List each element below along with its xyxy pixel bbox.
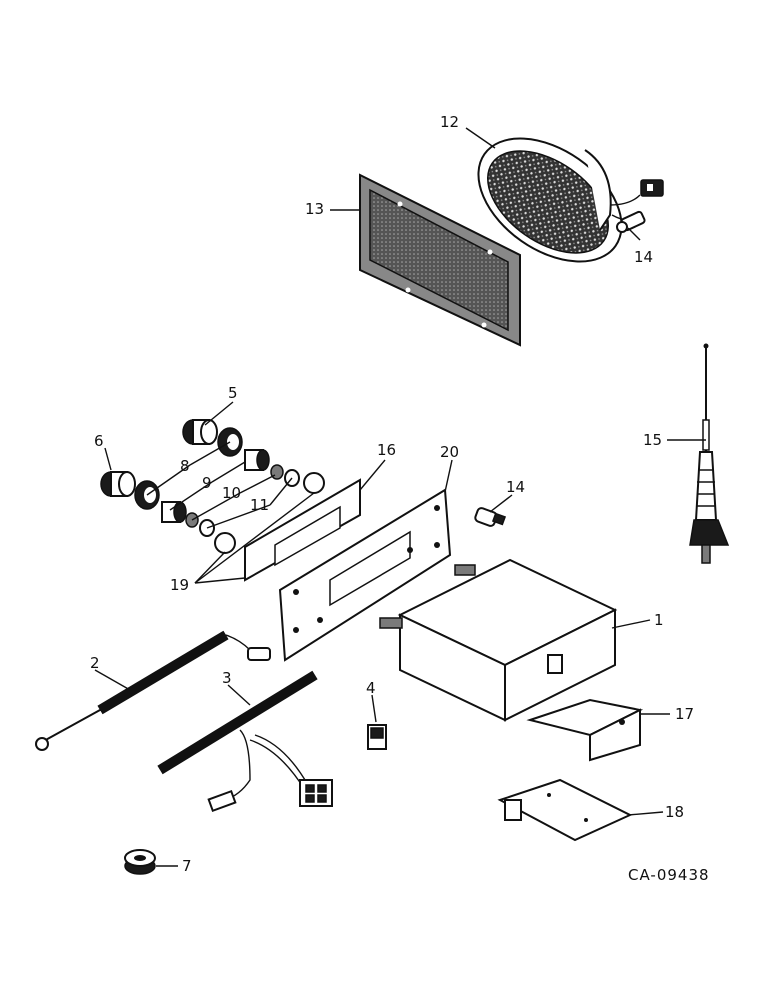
- speaker-bezel: [359, 173, 521, 347]
- callout-1: 1: [654, 611, 664, 629]
- callout-8: 8: [180, 457, 190, 475]
- mounting-bracket: [526, 698, 644, 762]
- antenna: [689, 343, 730, 564]
- mounting-plate: [278, 488, 452, 662]
- spacer-lower: [161, 501, 187, 523]
- callout-2: 2: [90, 654, 100, 672]
- trim-washer-b: [214, 532, 236, 554]
- drawing-number: CA-09438: [628, 866, 710, 884]
- callout-labels: 1 2 3 4 5 6 7 8 9 10 11 12 13 14 14 15 1…: [90, 113, 710, 884]
- callout-4: 4: [366, 679, 376, 697]
- callout-20: 20: [440, 443, 459, 461]
- callout-5: 5: [228, 384, 238, 402]
- antenna-connector: [474, 507, 507, 527]
- callout-18: 18: [665, 803, 684, 821]
- speaker: [477, 137, 641, 263]
- callout-12: 12: [440, 113, 459, 131]
- callout-7: 7: [182, 857, 192, 875]
- power-harness: [157, 670, 333, 813]
- slide-plate: [497, 778, 633, 842]
- control-knob-6: [100, 471, 136, 497]
- spacer-upper: [244, 449, 270, 471]
- callout-6: 6: [94, 432, 104, 450]
- callout-11: 11: [250, 496, 269, 514]
- callout-14-lower: 14: [506, 478, 525, 496]
- callout-14-upper: 14: [634, 248, 653, 266]
- callout-15: 15: [643, 431, 662, 449]
- speaker-plug: [616, 210, 646, 233]
- trim-washer-a: [303, 472, 325, 494]
- callout-17: 17: [675, 705, 694, 723]
- callout-16: 16: [377, 441, 396, 459]
- fuse: [367, 724, 387, 750]
- callout-10: 10: [222, 484, 241, 502]
- leader-lines: [94, 127, 706, 867]
- radio-bezel: [244, 478, 361, 582]
- control-knob-5: [182, 419, 218, 445]
- callout-3: 3: [222, 669, 232, 687]
- radio-unit: [379, 558, 618, 722]
- callout-13: 13: [305, 200, 324, 218]
- speaker-connector: [640, 179, 664, 197]
- ground-wire: [35, 630, 271, 751]
- grommet: [124, 849, 156, 875]
- callout-9: 9: [202, 474, 212, 492]
- callout-19: 19: [170, 576, 189, 594]
